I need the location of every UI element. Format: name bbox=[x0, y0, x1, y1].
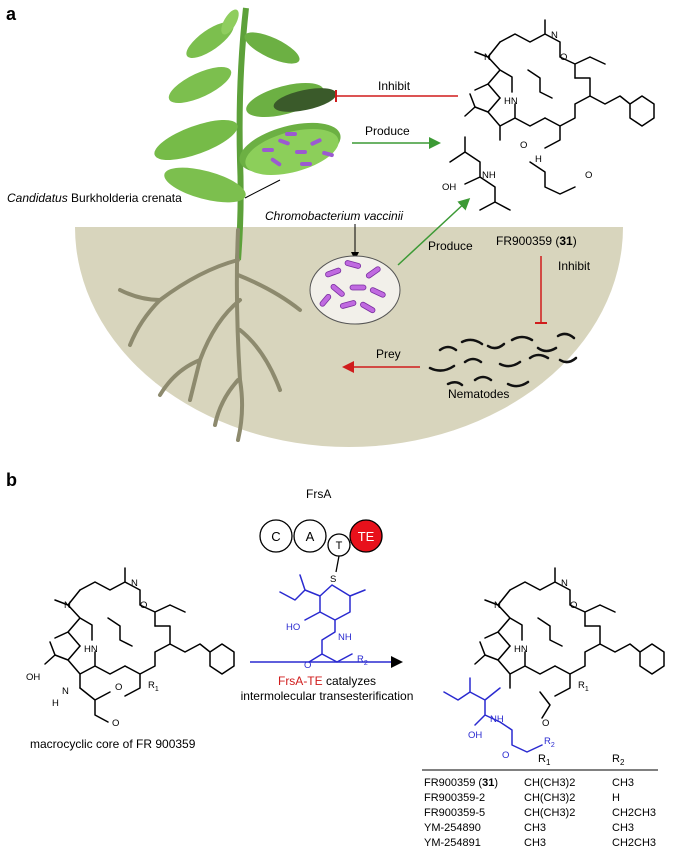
plant-roots bbox=[118, 228, 302, 442]
svg-text:R2: R2 bbox=[544, 736, 555, 749]
svg-text:O: O bbox=[560, 52, 567, 63]
svg-text:OH: OH bbox=[442, 182, 456, 193]
table-row-r1: CH3 bbox=[524, 837, 546, 849]
domain-t-label: T bbox=[336, 540, 343, 552]
svg-text:HO: HO bbox=[286, 622, 300, 633]
soil-region bbox=[75, 227, 623, 447]
svg-text:OH: OH bbox=[468, 730, 482, 741]
domain-c-label: C bbox=[271, 529, 280, 544]
svg-text:O: O bbox=[570, 600, 577, 611]
svg-text:N: N bbox=[484, 52, 491, 63]
table-row-r1: CH(CH3)2 bbox=[524, 792, 575, 804]
table-row-r2: CH3 bbox=[612, 777, 634, 789]
svg-text:O: O bbox=[112, 718, 119, 729]
svg-text:R2: R2 bbox=[357, 654, 368, 667]
nematodes-label: Nematodes bbox=[448, 387, 509, 401]
svg-text:S: S bbox=[330, 574, 336, 585]
svg-text:N: N bbox=[64, 600, 71, 611]
domain-te bbox=[349, 519, 383, 553]
svg-text:H: H bbox=[535, 154, 542, 165]
substituent-table: R1 R2 FR900359 (31) CH(CH3)2 CH3 FR90035… bbox=[422, 753, 658, 849]
domain-a bbox=[293, 519, 327, 553]
produce-soil-label: Produce bbox=[428, 239, 473, 253]
panel-b-label: b bbox=[6, 470, 17, 490]
table-row-r1: CH(CH3)2 bbox=[524, 777, 575, 789]
svg-text:O: O bbox=[542, 718, 549, 729]
inhibit-top-label: Inhibit bbox=[378, 79, 411, 93]
table-row-name: FR900359 (31) bbox=[424, 777, 498, 789]
table-header-r1: R1 bbox=[538, 753, 551, 767]
reaction-label-line2: intermolecular transesterification bbox=[241, 689, 414, 703]
table-row-name: FR900359-5 bbox=[424, 807, 485, 819]
svg-text:O: O bbox=[502, 750, 509, 761]
svg-text:O: O bbox=[520, 140, 527, 151]
svg-text:H: H bbox=[52, 698, 59, 709]
table-row-r1: CH3 bbox=[524, 822, 546, 834]
svg-text:N: N bbox=[551, 30, 558, 41]
fr900359-label: FR900359 (31) bbox=[496, 234, 577, 248]
svg-text:R1: R1 bbox=[578, 680, 589, 693]
svg-text:HN: HN bbox=[514, 644, 528, 655]
svg-text:O: O bbox=[304, 660, 311, 671]
domain-te-label: TE bbox=[358, 529, 375, 544]
fr900359-structure-a: N N HN O O OH NH O H bbox=[442, 19, 655, 211]
svg-text:HN: HN bbox=[504, 96, 518, 107]
nematodes-cluster bbox=[428, 332, 578, 388]
domain-a-label: A bbox=[306, 529, 315, 544]
table-row-r2: H bbox=[612, 792, 620, 804]
svg-text:N: N bbox=[561, 578, 568, 589]
leaf-bacteria-cluster bbox=[245, 129, 339, 175]
candidatus-leader bbox=[244, 179, 281, 199]
chromobacterium-label: Chromobacterium vaccinii bbox=[265, 209, 403, 223]
panel-a-label: a bbox=[6, 4, 17, 24]
table-row-r2: CH3 bbox=[612, 822, 634, 834]
produce-top-label: Produce bbox=[365, 124, 410, 138]
reaction-label-line1: FrsA-TE catalyzes bbox=[278, 674, 376, 688]
frsa-label: FrsA bbox=[306, 487, 331, 501]
product-structure: N N HN O R1 O OH NH O R2 bbox=[443, 567, 665, 761]
svg-text:O: O bbox=[140, 600, 147, 611]
table-row-name: YM-254890 bbox=[424, 822, 481, 834]
produce-soil-arrow bbox=[397, 197, 471, 266]
thioester-fragment: S HO NH O R2 bbox=[279, 555, 368, 671]
table-row-r1: CH(CH3)2 bbox=[524, 807, 575, 819]
macro-caption: macrocyclic core of FR 900359 bbox=[30, 737, 196, 751]
table-row-name: YM-254891 bbox=[424, 837, 481, 849]
svg-text:R1: R1 bbox=[148, 680, 159, 693]
svg-text:O: O bbox=[585, 170, 592, 181]
inhibit-side-label: Inhibit bbox=[558, 259, 591, 273]
svg-text:N: N bbox=[62, 686, 69, 697]
prey-label: Prey bbox=[376, 347, 401, 361]
svg-text:O: O bbox=[115, 682, 122, 693]
svg-text:NH: NH bbox=[482, 170, 496, 181]
svg-text:HN: HN bbox=[84, 644, 98, 655]
table-row-r2: CH2CH3 bbox=[612, 807, 656, 819]
leaf-gall-dark bbox=[273, 88, 337, 112]
table-row-r2: CH2CH3 bbox=[612, 837, 656, 849]
chromobacterium-rods bbox=[319, 260, 386, 314]
svg-text:N: N bbox=[131, 578, 138, 589]
svg-text:NH: NH bbox=[490, 714, 504, 725]
svg-text:N: N bbox=[494, 600, 501, 611]
table-row-name: FR900359-2 bbox=[424, 792, 485, 804]
macrocycle-core-structure: N N HN O OH N H O O R1 bbox=[26, 567, 235, 729]
svg-text:OH: OH bbox=[26, 672, 40, 683]
svg-text:NH: NH bbox=[338, 632, 352, 643]
table-header-r2: R2 bbox=[612, 753, 625, 767]
candidatus-label: Candidatus Burkholderia crenata bbox=[7, 191, 182, 205]
domain-c bbox=[259, 519, 293, 553]
